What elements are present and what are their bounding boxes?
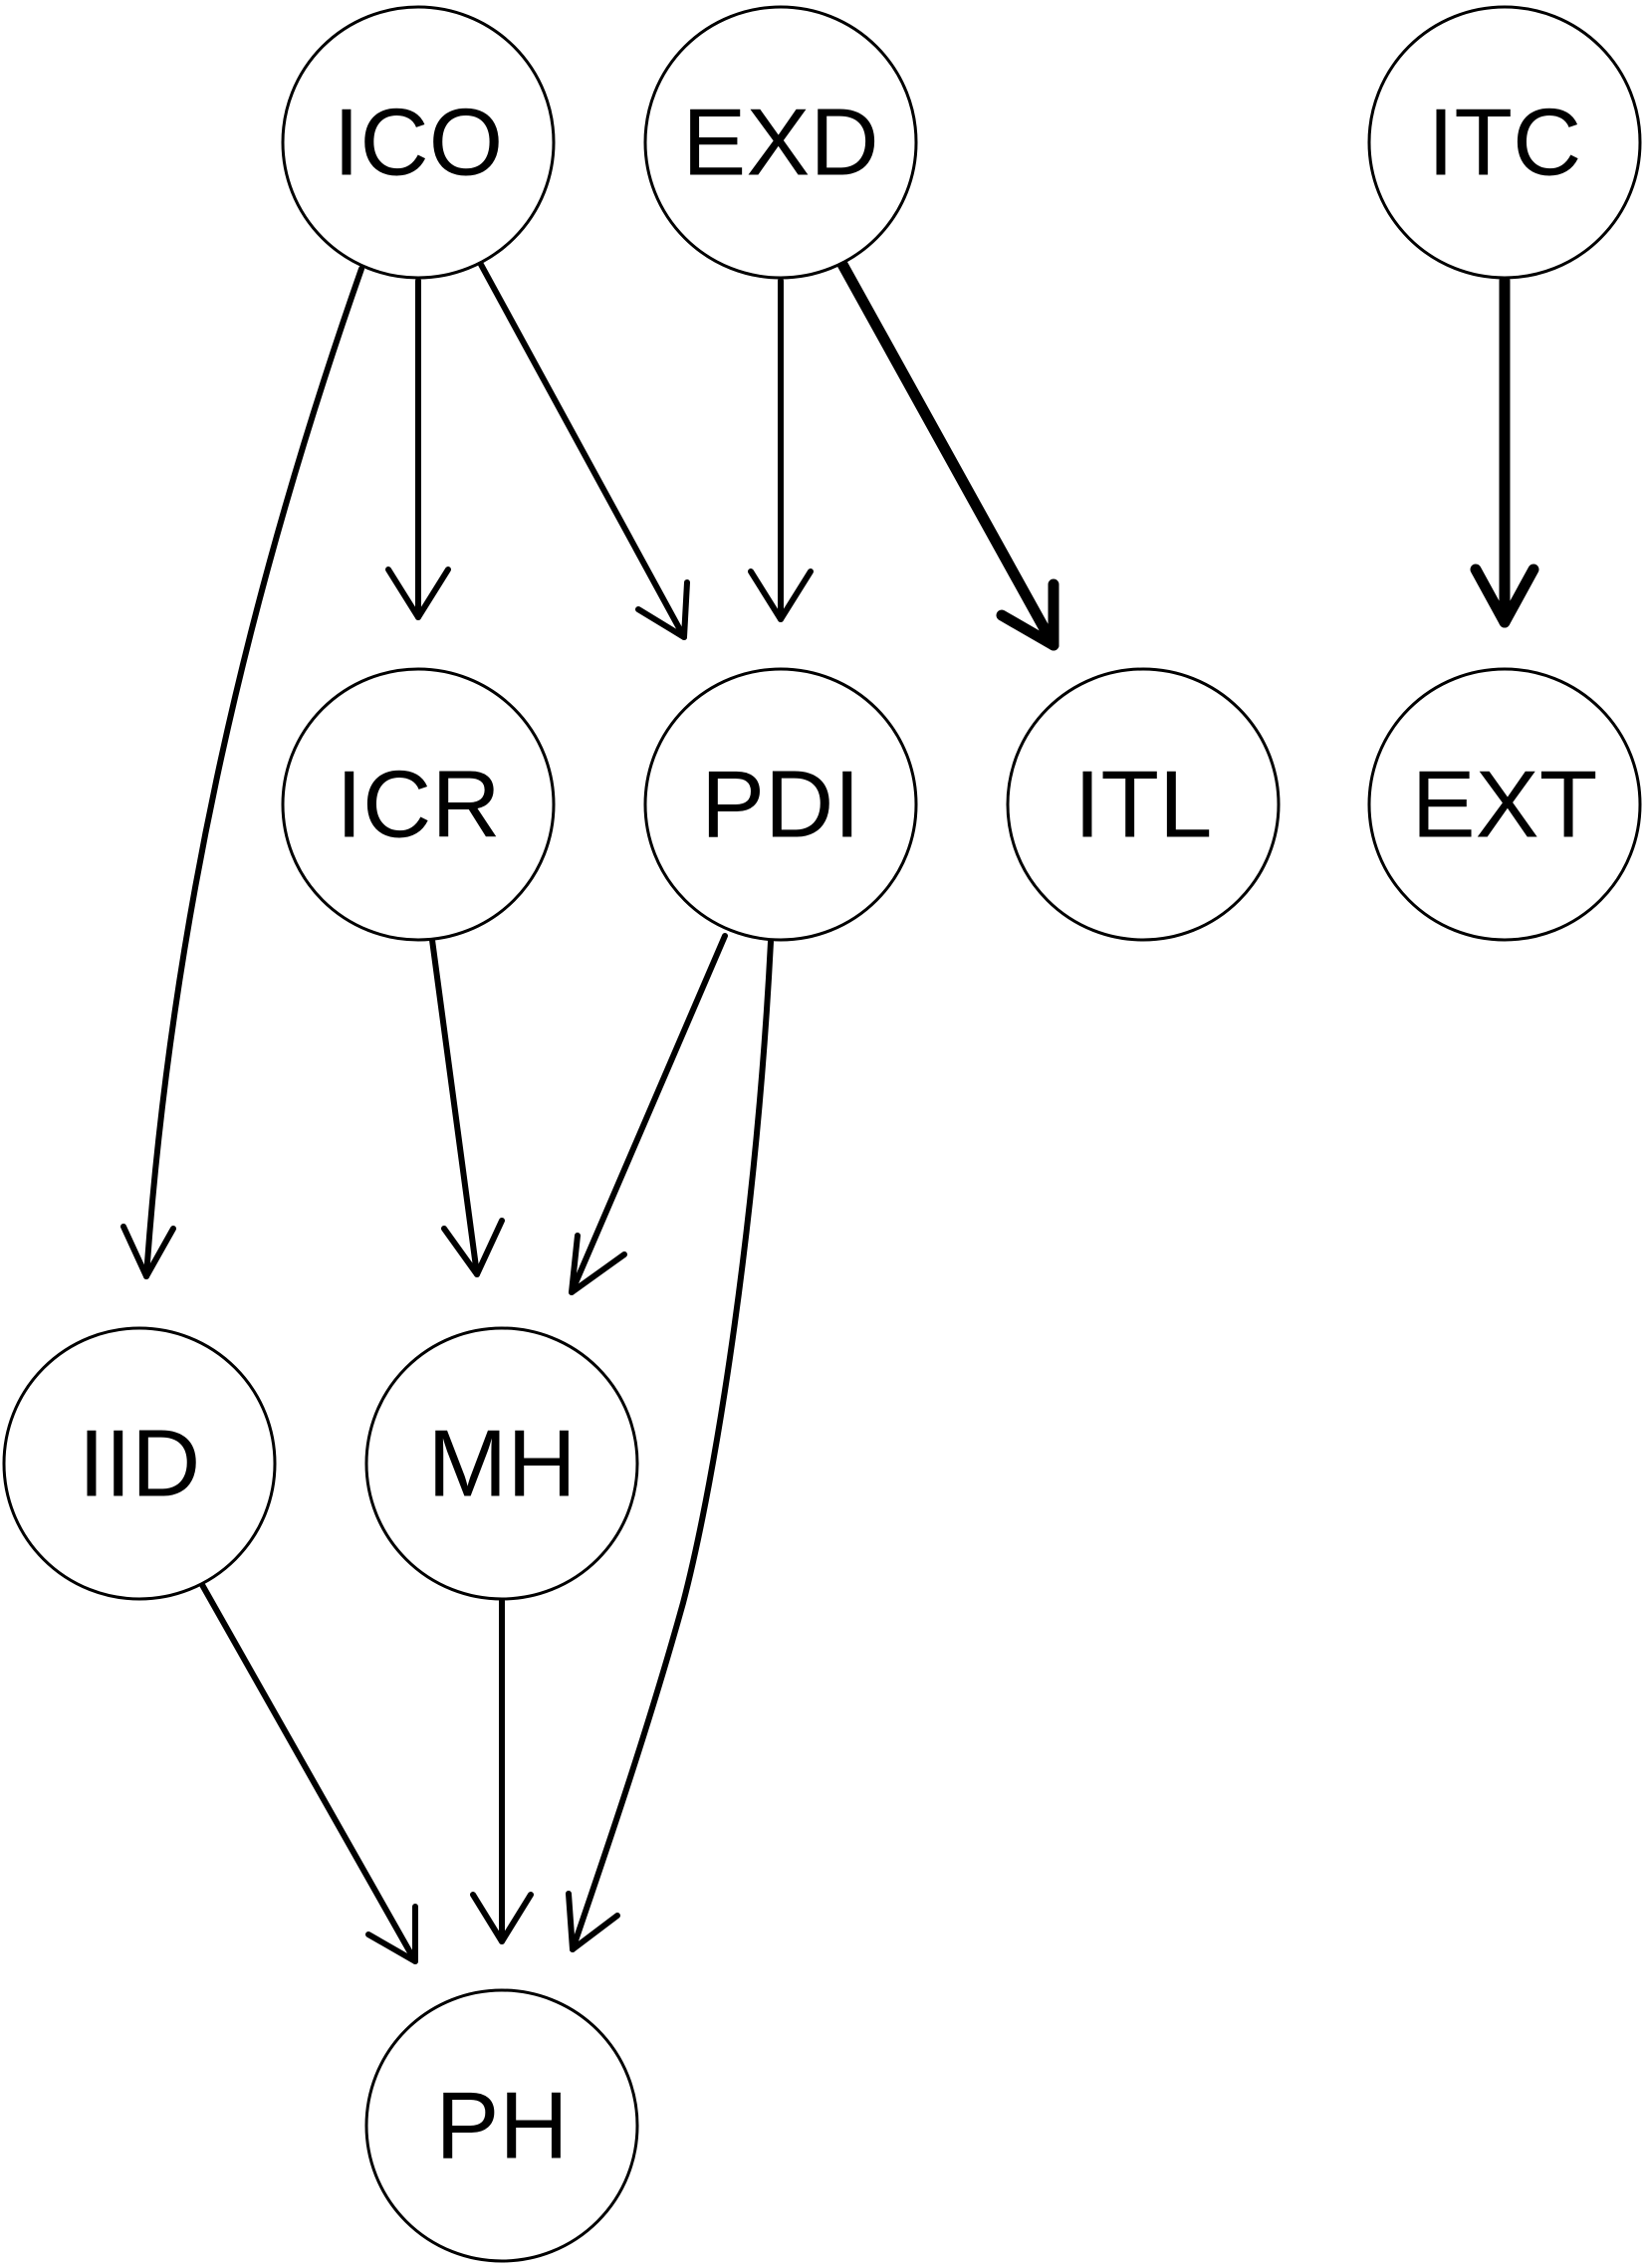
node-pdi: PDI (643, 667, 918, 942)
nodes-layer: ICO EXD ITC ICR PDI ITL EXT IID (2, 5, 1642, 2263)
node-mh-label: MH (427, 1411, 576, 1517)
node-ph-label: PH (435, 2073, 568, 2179)
edge-ico-iid (120, 266, 364, 1279)
node-icr-label: ICR (336, 752, 500, 858)
node-ph: PH (364, 1988, 639, 2263)
node-iid-label: IID (79, 1411, 201, 1517)
edge-exd-pdi (748, 278, 814, 622)
edge-icr-mh (429, 937, 505, 1277)
node-ext: EXT (1367, 667, 1642, 942)
edge-iid-ph (198, 1580, 418, 1964)
edges-layer (120, 253, 1539, 1964)
node-ico: ICO (281, 5, 556, 280)
edge-pdi-mh (569, 933, 728, 1295)
node-itl-label: ITL (1074, 752, 1213, 858)
node-itc-label: ITC (1428, 90, 1582, 196)
edge-itc-ext (1470, 275, 1539, 628)
node-icr: ICR (281, 667, 556, 942)
edge-exd-itl (833, 253, 1059, 651)
edge-ico-pdi (476, 258, 690, 640)
node-exd-label: EXD (682, 90, 878, 196)
edge-pdi-ph (566, 939, 774, 1952)
node-iid: IID (2, 1326, 277, 1601)
node-mh: MH (364, 1326, 639, 1601)
node-ext-label: EXT (1412, 752, 1598, 858)
node-itc: ITC (1367, 5, 1642, 280)
node-ico-label: ICO (334, 90, 504, 196)
node-itl: ITL (1006, 667, 1281, 942)
edge-ico-icr (385, 278, 451, 620)
edge-mh-ph (470, 1598, 534, 1944)
node-exd: EXD (643, 5, 918, 280)
node-pdi-label: PDI (701, 752, 860, 858)
